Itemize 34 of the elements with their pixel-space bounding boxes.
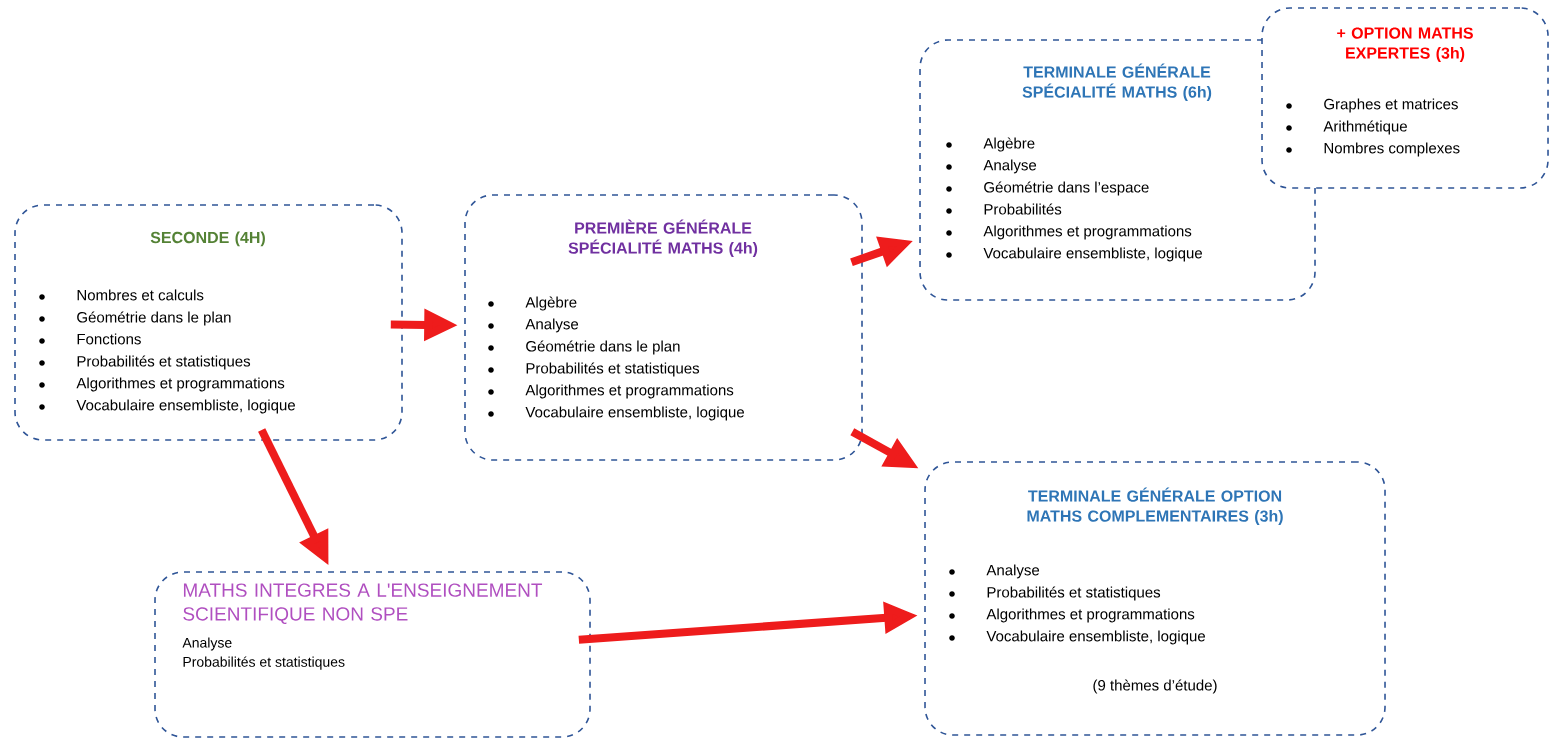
- note: (9 thèmes d’étude): [1093, 679, 1217, 694]
- list-item: Probabilités et statistiques: [949, 586, 1161, 601]
- list-item: Algorithmes et programmations: [949, 608, 1195, 623]
- list-item: Analyse: [182, 637, 232, 651]
- list-item: Algorithmes et programmations: [946, 225, 1192, 240]
- list-item: Algorithmes et programmations: [488, 384, 734, 399]
- list-item: Analyse: [488, 318, 579, 333]
- list-item: Algorithmes et programmations: [39, 377, 285, 392]
- list-item: Nombres complexes: [1286, 142, 1460, 157]
- list-item: Probabilités et statistiques: [39, 355, 251, 370]
- list-item: Vocabulaire ensembliste, logique: [39, 399, 295, 414]
- box-heading: MATHS INTEGRES A L'ENSEIGNEMENT SCIENTIFIQUE NON SPE: [183, 583, 543, 625]
- box-heading: + OPTION MATHS EXPERTES (3h): [1337, 27, 1473, 62]
- list-item: Arithmétique: [1286, 120, 1407, 135]
- list-item: Probabilités: [946, 203, 1062, 215]
- box-heading: PREMIÈRE GÉNÉRALE SPÉCIALITÉ MATHS (4h): [568, 219, 758, 257]
- box-heading: TERMINALE GÉNÉRALE OPTION MATHS COMPLEMENTAIRES (3h): [1027, 487, 1283, 525]
- list-item: Probabilités et statistiques: [488, 362, 700, 377]
- list-item: Fonctions: [39, 333, 141, 345]
- list-item: Vocabulaire ensembliste, logique: [488, 406, 744, 421]
- list-item: Graphes et matrices: [1286, 98, 1458, 113]
- list-item: Vocabulaire ensembliste, logique: [946, 247, 1202, 262]
- box-heading: SECONDE (4H): [150, 231, 265, 247]
- list-item: Probabilités et statistiques: [183, 656, 345, 670]
- list-item: Analyse: [949, 564, 1040, 579]
- list-item: Géométrie dans le plan: [488, 340, 680, 355]
- list-item: Analyse: [946, 159, 1037, 174]
- list-item: Vocabulaire ensembliste, logique: [949, 630, 1205, 645]
- list-item: Algèbre: [946, 137, 1035, 152]
- list-item: Géométrie dans le plan: [39, 311, 231, 326]
- box-heading: TERMINALE GÉNÉRALE SPÉCIALITÉ MATHS (6h): [1022, 63, 1212, 101]
- list-item: Nombres et calculs: [39, 289, 204, 301]
- list-item: Géométrie dans l’espace: [946, 181, 1149, 196]
- list-item: Algèbre: [488, 296, 577, 311]
